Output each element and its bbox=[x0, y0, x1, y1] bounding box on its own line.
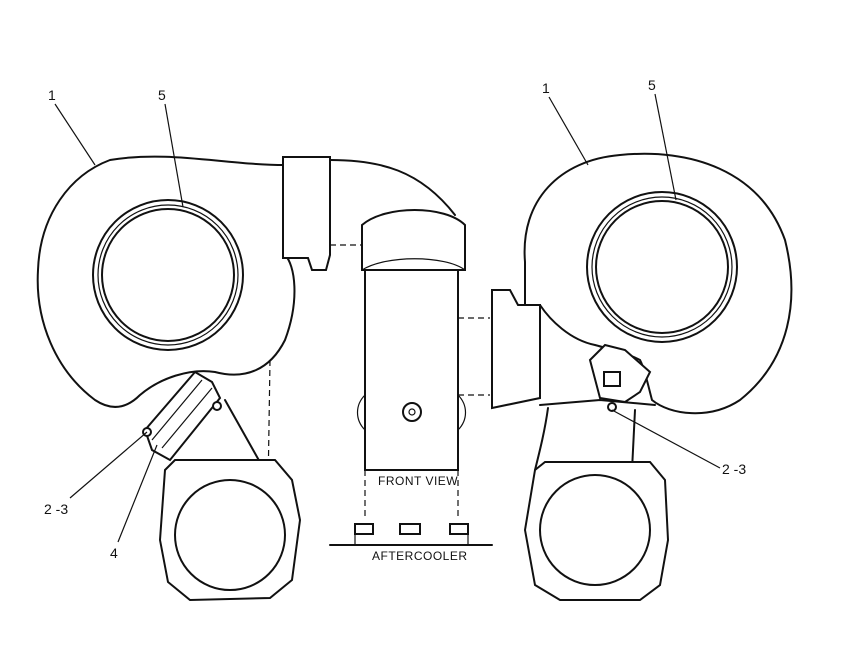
right-turbine-housing bbox=[523, 461, 670, 601]
front-view-caption: FRONT VIEW bbox=[378, 474, 458, 488]
callout-right-2-3: 2 -3 bbox=[722, 461, 746, 477]
left-compressor-housing bbox=[36, 155, 296, 408]
left-outlet-neck bbox=[282, 156, 331, 271]
left-turbine-housing bbox=[158, 459, 302, 602]
callouts: 1 5 2 -3 4 1 5 2 -3 bbox=[44, 77, 746, 561]
callout-left-1: 1 bbox=[48, 87, 56, 103]
right-inlet-ring-outer bbox=[586, 191, 738, 343]
left-inlet-ring-inner bbox=[101, 208, 235, 342]
aftercooler-flange bbox=[329, 523, 493, 546]
elbow-upper bbox=[361, 209, 466, 271]
right-turbocharger bbox=[491, 152, 793, 601]
vertical-pipe bbox=[364, 269, 459, 471]
right-bolt-upper bbox=[603, 371, 621, 387]
right-bolt-lower bbox=[607, 402, 617, 412]
left-turbocharger bbox=[36, 155, 331, 602]
pipe-center-bolt bbox=[402, 402, 422, 422]
callout-right-1: 1 bbox=[542, 80, 550, 96]
center-crossover-pipe: FRONT VIEW AFTERCOOLER bbox=[329, 159, 493, 563]
aftercooler-caption: AFTERCOOLER bbox=[372, 549, 468, 563]
left-clamp bbox=[143, 370, 222, 462]
left-turbine-bore bbox=[174, 479, 286, 591]
left-bolt-upper bbox=[212, 401, 222, 411]
left-inlet-ring-mid bbox=[97, 204, 239, 346]
callout-left-5: 5 bbox=[158, 87, 166, 103]
right-turbine-bore bbox=[539, 474, 651, 586]
left-inlet-ring-outer bbox=[92, 199, 244, 351]
callout-right-5: 5 bbox=[648, 77, 656, 93]
right-inlet-ring-mid bbox=[591, 196, 733, 338]
callout-left-2-3: 2 -3 bbox=[44, 501, 68, 517]
callout-left-4: 4 bbox=[110, 545, 118, 561]
right-inlet-ring-inner bbox=[595, 200, 729, 334]
right-outlet-neck bbox=[491, 289, 541, 410]
